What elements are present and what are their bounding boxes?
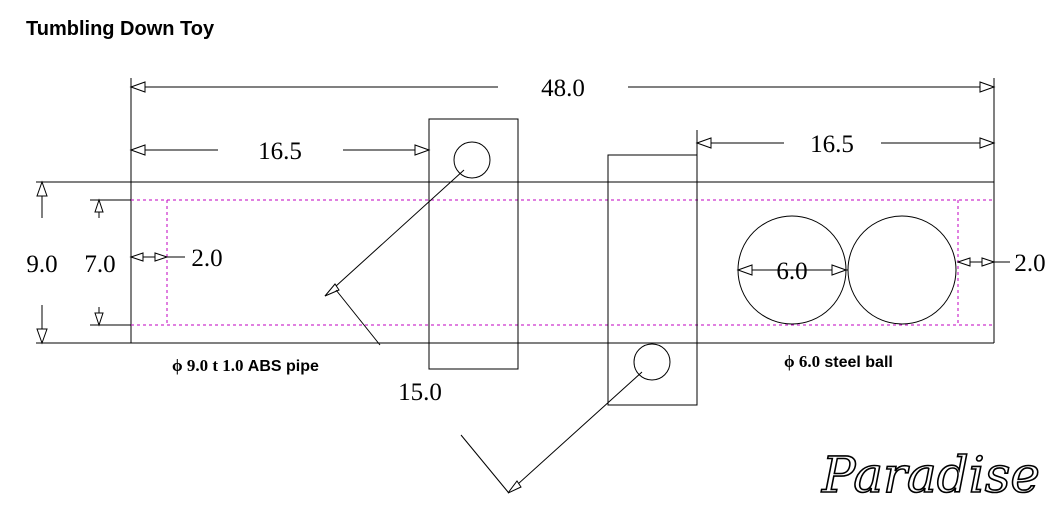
dim-inner-diameter-label: 7.0	[84, 251, 115, 278]
dim-right-offset-label: 16.5	[810, 131, 854, 158]
pipe-note-phi: ϕ	[172, 356, 187, 375]
dim-left-wall-label: 2.0	[191, 245, 222, 272]
dim-right-wall	[956, 257, 1010, 267]
dim-ball-diameter	[736, 264, 848, 276]
dim-right-wall-label: 2.0	[1014, 250, 1045, 277]
ball-note: ϕ 6.0 steel ball	[784, 352, 893, 371]
pipe-note-spec: 9.0 t 1.0	[187, 356, 248, 375]
ball-note-label: steel ball	[824, 354, 892, 371]
pipe-body	[36, 78, 995, 344]
dim-swing-length-label: 15.0	[398, 379, 442, 406]
dim-overall-length-label: 48.0	[541, 75, 585, 102]
dim-overall-length	[129, 81, 996, 93]
dim-outer-diameter	[36, 180, 48, 345]
paradise-logo: Paradise	[821, 446, 1040, 504]
pipe-note-label: ABS pipe	[248, 358, 319, 375]
ball-note-phi: ϕ	[784, 352, 799, 371]
pipe-note: ϕ 9.0 t 1.0 ABS pipe	[172, 356, 319, 375]
drawing-title: Tumbling Down Toy	[26, 18, 215, 40]
dim-ball-diameter-label: 6.0	[776, 258, 807, 285]
dim-left-offset-label: 16.5	[258, 138, 302, 165]
dim-outer-diameter-label: 9.0	[26, 251, 57, 278]
dim-left-offset	[129, 144, 431, 156]
dim-inner-diameter	[90, 198, 131, 327]
dim-left-wall	[129, 252, 185, 262]
ball-note-spec: 6.0	[799, 352, 825, 371]
upper-swing-block	[324, 118, 519, 370]
lower-swing-block	[460, 154, 698, 494]
inner-bore-hidden-line	[131, 199, 994, 326]
dim-right-offset	[695, 130, 996, 155]
